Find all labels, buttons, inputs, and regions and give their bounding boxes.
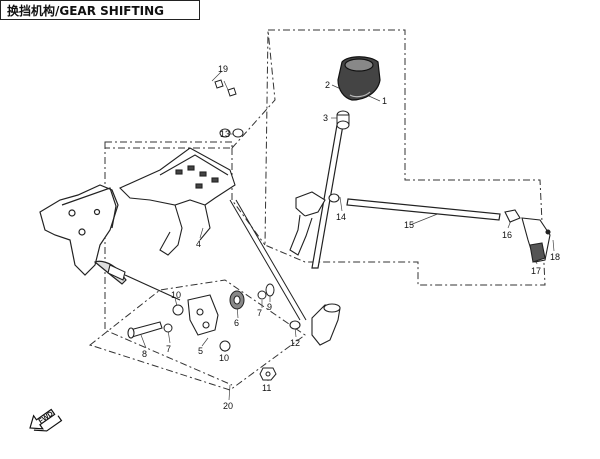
callout-10b: 10 xyxy=(219,353,229,363)
callout-9: 9 xyxy=(267,302,272,312)
callout-7a: 7 xyxy=(257,308,262,318)
callout-13: 13 xyxy=(220,129,230,139)
callout-7b: 7 xyxy=(166,344,171,354)
shift-knob xyxy=(337,56,381,101)
lever-linkage xyxy=(289,191,340,256)
small-bushings xyxy=(163,283,275,333)
outline-upper-right xyxy=(231,148,266,246)
fwd-label: FWD xyxy=(38,410,55,425)
nut-11 xyxy=(259,367,277,381)
knob-collar xyxy=(336,110,350,130)
callout-15: 15 xyxy=(404,220,414,230)
callout-3: 3 xyxy=(323,113,328,123)
lower-bracket xyxy=(187,294,219,336)
lower-shift-arm xyxy=(289,303,341,346)
callout-10a: 10 xyxy=(171,290,181,300)
lower-rod xyxy=(229,199,307,321)
callout-18: 18 xyxy=(550,252,560,262)
horizontal-rod xyxy=(346,198,501,221)
bushings xyxy=(172,304,231,352)
right-end-fitting xyxy=(504,209,551,263)
callout-2: 2 xyxy=(325,80,330,90)
callout-labels: 1 2 3 4 5 6 7 7 8 9 10 10 11 12 13 14 15… xyxy=(142,64,560,411)
outline-bracket-assembly xyxy=(104,141,233,149)
callout-8: 8 xyxy=(142,349,147,359)
callout-19: 19 xyxy=(218,64,228,74)
callout-6: 6 xyxy=(234,318,239,328)
callout-17: 17 xyxy=(531,266,541,276)
top-bolts xyxy=(214,79,244,138)
callout-14: 14 xyxy=(336,212,346,222)
callout-4: 4 xyxy=(196,239,201,249)
callout-1: 1 xyxy=(382,96,387,106)
callout-11: 11 xyxy=(262,383,271,393)
shift-bracket xyxy=(119,147,236,256)
callout-5: 5 xyxy=(198,346,203,356)
pivot-shaft xyxy=(107,264,181,339)
callout-16: 16 xyxy=(502,230,512,240)
outline-bracket-right xyxy=(231,29,276,149)
callout-12: 12 xyxy=(290,338,300,348)
callout-20: 20 xyxy=(223,401,233,411)
fwd-arrow-icon: FWD xyxy=(29,408,63,432)
diagram-title: 换挡机构/GEAR SHIFTING xyxy=(7,3,165,18)
outline-lever-assembly xyxy=(264,29,546,286)
gear-6 xyxy=(229,290,245,310)
diagram-title-box: 换挡机构/GEAR SHIFTING xyxy=(0,0,200,20)
